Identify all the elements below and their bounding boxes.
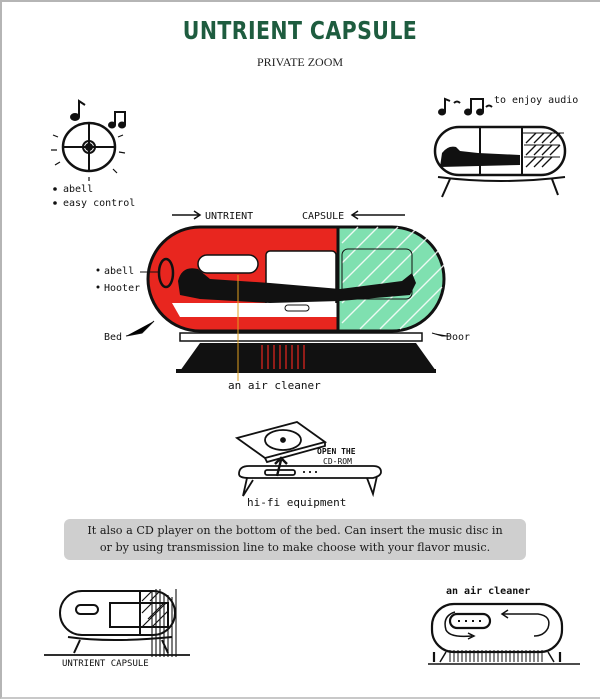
- controller-sketch: abell easy control: [51, 99, 135, 209]
- bottom-right-label: an air cleaner: [446, 585, 530, 597]
- air-cleaner-sketch: an air cleaner: [428, 585, 580, 665]
- page-subtitle: PRIVATE ZOOM: [256, 55, 344, 69]
- bottom-left-label: UNTRIENT CAPSULE: [62, 659, 149, 669]
- hifi-note-line2: CD-ROM: [323, 457, 352, 466]
- controller-dial-icon: [51, 121, 126, 181]
- bottom-left-capsule-sketch: UNTRIENT CAPSULE: [44, 589, 190, 669]
- label-bed: Bed: [104, 332, 122, 343]
- main-capsule-sketch: UNTRIENT CAPSULE abell Hooter Bed Door a…: [96, 210, 470, 392]
- controller-bullet-1: abell: [63, 184, 93, 195]
- label-air-cleaner: an air cleaner: [228, 379, 321, 392]
- page-title: UNTRIENT CAPSULE: [182, 16, 418, 45]
- music-note-icon: [70, 99, 86, 121]
- caption-line-2: or by using transmission line to make ch…: [99, 541, 491, 554]
- controller-bullet-2: easy control: [63, 198, 135, 209]
- music-notes-icon: [108, 111, 126, 129]
- main-heading-left: UNTRIENT: [205, 211, 253, 222]
- audio-note: to enjoy audio: [494, 95, 578, 106]
- audio-capsule-sketch: to enjoy audio: [433, 95, 578, 198]
- caption-box: It also a CD player on the bottom of the…: [64, 519, 526, 560]
- caption-line-1: It also a CD player on the bottom of the…: [87, 524, 503, 537]
- hifi-sketch: OPEN THE CD-ROM hi-fi equipment: [234, 421, 382, 509]
- hifi-note-line1: OPEN THE: [317, 447, 356, 456]
- label-abell: abell: [104, 266, 134, 277]
- label-door: Door: [446, 332, 470, 343]
- cd-tray-icon: [234, 421, 328, 464]
- arrow-up-icon: [274, 456, 288, 477]
- hifi-label: hi-fi equipment: [247, 496, 346, 509]
- main-heading-right: CAPSULE: [302, 211, 344, 222]
- label-heater: Hooter: [104, 283, 140, 294]
- music-notes-icon: [438, 97, 493, 116]
